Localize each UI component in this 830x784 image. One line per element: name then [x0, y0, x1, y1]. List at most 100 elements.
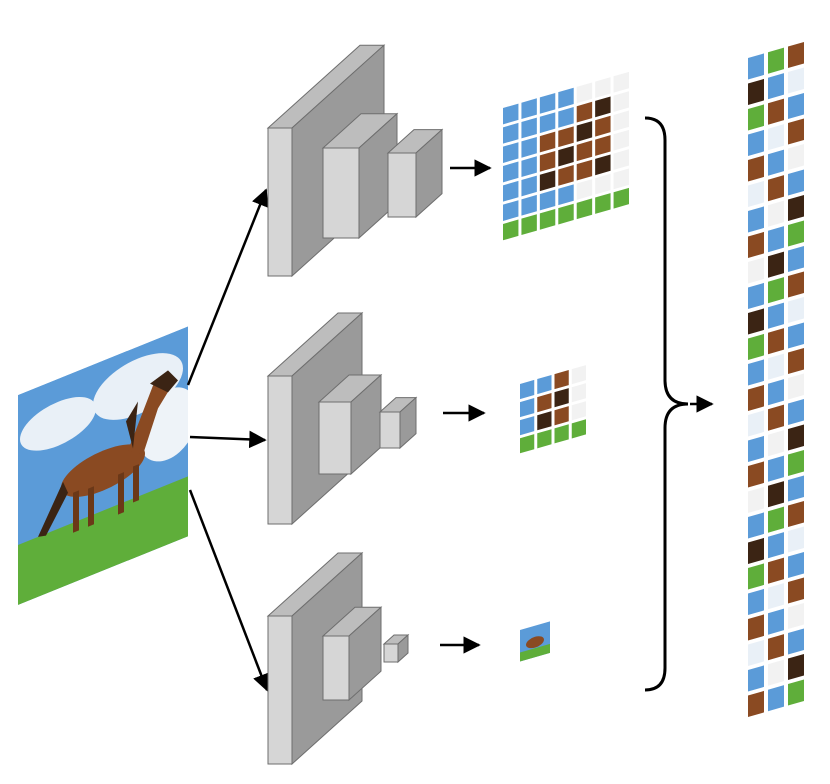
output-patch-tile — [748, 512, 764, 539]
patch-tile — [520, 643, 550, 662]
input-arrows — [186, 188, 270, 692]
output-patch-tile — [768, 557, 784, 584]
output-patch-tile — [768, 251, 784, 278]
output-patch-tile — [788, 322, 804, 349]
arrow-to-branch-2 — [189, 430, 267, 449]
conv-block-medium — [321, 606, 383, 702]
patch-tile — [613, 91, 629, 112]
patch-tile — [503, 161, 519, 183]
output-patch-tile — [788, 551, 804, 579]
patch-tile — [554, 424, 569, 444]
patch-tile — [595, 173, 611, 195]
output-patch-tile — [768, 277, 784, 304]
output-patch-tile — [788, 118, 804, 145]
patch-tile — [595, 135, 611, 156]
output-patch-tile — [788, 194, 804, 222]
grid-arrows — [440, 159, 492, 654]
output-patch-tile — [768, 659, 784, 686]
patch-tile — [595, 96, 611, 118]
patch-tile — [521, 98, 537, 120]
patch-tile — [521, 214, 537, 236]
patch-tile — [521, 156, 537, 178]
output-patch-tile — [768, 226, 784, 253]
patch-tile — [521, 194, 537, 216]
output-patch-tile — [748, 129, 764, 156]
patch-tile — [595, 154, 611, 176]
output-patch-tile — [748, 639, 764, 666]
patch-tile — [520, 379, 535, 400]
patch-tile — [576, 198, 593, 220]
output-patch-tile — [788, 67, 804, 94]
patch-tile — [537, 411, 552, 431]
output-patch-tile — [748, 690, 764, 717]
cloud-shape — [20, 397, 96, 451]
patch-tile — [520, 416, 535, 436]
output-patch-tile — [788, 220, 804, 247]
output-patch-tile — [748, 155, 764, 182]
output-patch-tile — [788, 526, 804, 553]
output-patch-tile — [768, 481, 784, 508]
patch-tile — [554, 388, 569, 408]
output-patch-tile — [748, 563, 764, 590]
arrow-to-branch-3 — [188, 489, 270, 692]
patch-tile — [526, 636, 544, 649]
patch-tile — [576, 179, 593, 200]
input-horse-photo — [18, 326, 188, 605]
output-patch-tile — [788, 577, 804, 604]
output-patch-tile — [768, 532, 784, 559]
output-patch-tile — [748, 665, 764, 692]
output-patch-tile — [748, 614, 764, 641]
patch-tile — [576, 101, 593, 123]
output-patch-tile — [768, 98, 784, 125]
conv-block-small — [382, 633, 410, 664]
output-patch-tile — [748, 435, 764, 462]
patch-grid-fine — [520, 621, 550, 662]
patch-tile — [539, 112, 556, 134]
patch-tile — [613, 110, 629, 132]
patch-tile — [558, 184, 574, 206]
output-patch-tile — [748, 257, 764, 284]
output-patch-tile — [748, 231, 764, 258]
patch-tile — [613, 129, 629, 151]
conv-block-medium — [317, 373, 383, 476]
output-patch-tile — [748, 359, 764, 386]
patch-tile — [554, 406, 569, 426]
output-patch-tile — [748, 537, 764, 564]
patch-tile — [537, 429, 552, 449]
output-patch-tile — [788, 628, 804, 655]
patch-tile — [537, 393, 552, 413]
output-patch-tile — [748, 78, 764, 105]
patch-tile — [558, 145, 574, 167]
patch-tile — [576, 82, 593, 104]
output-patch-tile — [748, 206, 764, 233]
output-patch-tile — [788, 449, 804, 477]
output-patch-tile — [788, 271, 804, 298]
output-patch-tile — [768, 124, 784, 151]
patch-tile — [558, 126, 574, 148]
patch-tile — [571, 401, 586, 421]
patch-grids — [503, 71, 629, 662]
cnn-pyramid-fine — [266, 551, 410, 766]
output-patch-tile — [788, 41, 804, 69]
output-patch-tile — [768, 608, 784, 635]
output-patch-tile — [788, 424, 804, 451]
patch-tile — [520, 397, 535, 418]
output-patch-tile — [788, 653, 804, 681]
output-patch-tile — [748, 180, 764, 207]
output-patch-tile — [768, 506, 784, 533]
patch-tile — [595, 77, 611, 98]
output-patch-tile — [788, 169, 804, 196]
patch-tile — [539, 150, 556, 172]
output-patch-tile — [768, 455, 784, 482]
patch-tile — [571, 383, 586, 403]
patch-tile — [539, 93, 556, 114]
output-patch-tile — [768, 149, 784, 176]
patch-tile — [613, 149, 629, 170]
output-patch-tile — [768, 328, 784, 355]
cloud-shape — [93, 353, 183, 420]
output-patch-tile — [788, 347, 804, 375]
patch-tile — [558, 87, 574, 109]
arrow-to-branch-1 — [186, 188, 269, 386]
patch-tile — [503, 103, 519, 125]
